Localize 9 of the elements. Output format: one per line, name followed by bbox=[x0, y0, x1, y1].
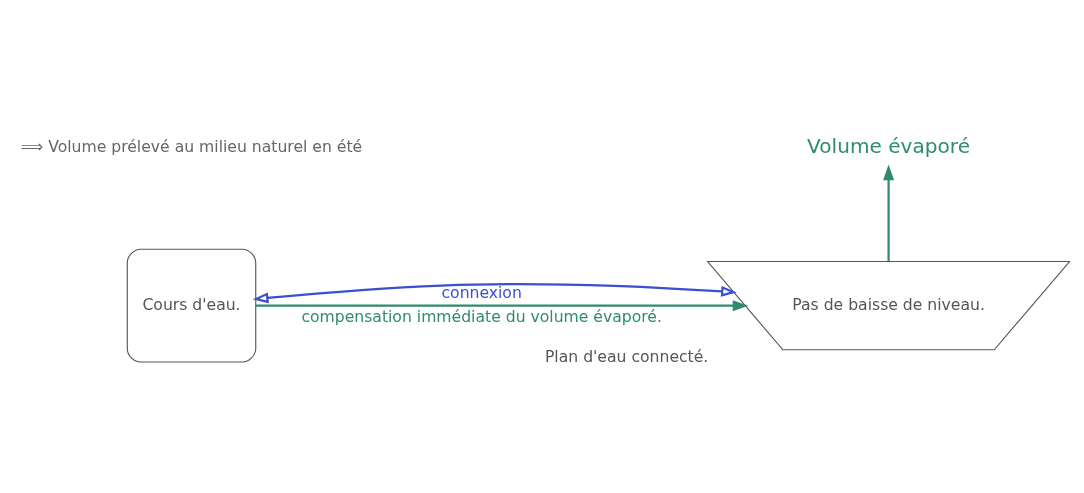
node-text: Volume évaporé bbox=[807, 132, 971, 157]
label: ⟹ Volume prélevé au milieu naturel en été bbox=[20, 136, 363, 156]
arrow bbox=[255, 299, 749, 311]
arrow bbox=[252, 282, 737, 303]
edge-label: compensation immédiate du volume évaporé. bbox=[301, 306, 662, 326]
arrow bbox=[883, 164, 895, 261]
edge-label: connexion bbox=[441, 282, 522, 302]
node-label: Plan d'eau connecté. bbox=[544, 346, 709, 366]
node-box: Cours d'eau. bbox=[126, 248, 257, 363]
